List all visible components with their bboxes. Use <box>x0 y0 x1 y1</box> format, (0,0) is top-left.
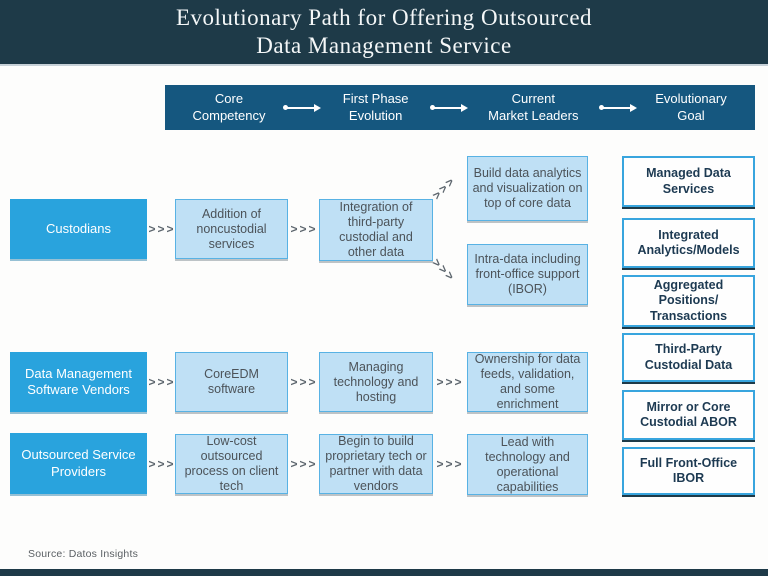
leader-box-intra-data: Intra-data including front-office suppor… <box>467 244 588 305</box>
phase1-box-coreedm: CoreEDM software <box>175 352 288 412</box>
stage-label-current-leaders: Current Market Leaders <box>488 90 579 123</box>
entity-box-custodians: Custodians <box>10 199 147 259</box>
phase2-box-custodians: Integration of third-party custodial and… <box>319 199 433 261</box>
goal-box-mirror-abor: Mirror or Core Custodial ABOR <box>622 390 755 440</box>
chevron-right-icon: >>> <box>148 375 176 389</box>
phase1-box-low-cost: Low-cost outsourced process on client te… <box>175 434 288 494</box>
chevron-down-right-icon: >>> <box>429 255 459 285</box>
stage-arrow-icon <box>598 103 637 112</box>
bottom-banner <box>0 569 768 576</box>
chevron-right-icon: >>> <box>436 457 464 471</box>
page-title-line2: Data Management Service <box>256 33 512 58</box>
goal-box-integrated-analytics: Integrated Analytics/Models <box>622 218 755 268</box>
title-banner: Evolutionary Path for Offering Outsource… <box>0 0 768 66</box>
source-attribution: Source: Datos Insights <box>28 548 139 560</box>
leader-box-ownership: Ownership for data feeds, validation, an… <box>467 352 588 412</box>
phase2-box-managing-tech: Managing technology and hosting <box>319 352 433 412</box>
chevron-right-icon: >>> <box>148 222 176 236</box>
phase2-box-proprietary-tech: Begin to build proprietary tech or partn… <box>319 434 433 494</box>
goal-box-third-party-custodial: Third-Party Custodial Data <box>622 333 755 382</box>
stage-label-evolutionary-goal: Evolutionary Goal <box>655 90 727 123</box>
stage-arrow-icon <box>429 103 468 112</box>
stage-arrow-icon <box>283 103 322 112</box>
stage-label-core-competency: Core Competency <box>192 90 266 123</box>
chevron-right-icon: >>> <box>436 375 464 389</box>
page-title-line1: Evolutionary Path for Offering Outsource… <box>175 5 593 30</box>
entity-box-outsourced-providers: Outsourced Service Providers <box>10 433 147 494</box>
phase1-box-custodians: Addition of noncustodial services <box>175 199 288 259</box>
goal-box-aggregated-positions: Aggregated Positions/ Transactions <box>622 275 755 327</box>
stage-header-bar: Core Competency First Phase Evolution Cu… <box>165 85 755 130</box>
chevron-right-icon: >>> <box>290 375 318 389</box>
leader-box-analytics: Build data analytics and visualization o… <box>467 156 588 221</box>
chevron-right-icon: >>> <box>290 222 318 236</box>
goal-box-full-ibor: Full Front-Office IBOR <box>622 447 755 495</box>
leader-box-lead-tech: Lead with technology and operational cap… <box>467 434 588 495</box>
stage-label-first-phase: First Phase Evolution <box>342 90 409 123</box>
chevron-right-icon: >>> <box>290 457 318 471</box>
entity-box-dm-software-vendors: Data Management Software Vendors <box>10 352 147 412</box>
chevron-up-right-icon: >>> <box>429 173 459 203</box>
chevron-right-icon: >>> <box>148 457 176 471</box>
goal-box-managed-data: Managed Data Services <box>622 156 755 207</box>
